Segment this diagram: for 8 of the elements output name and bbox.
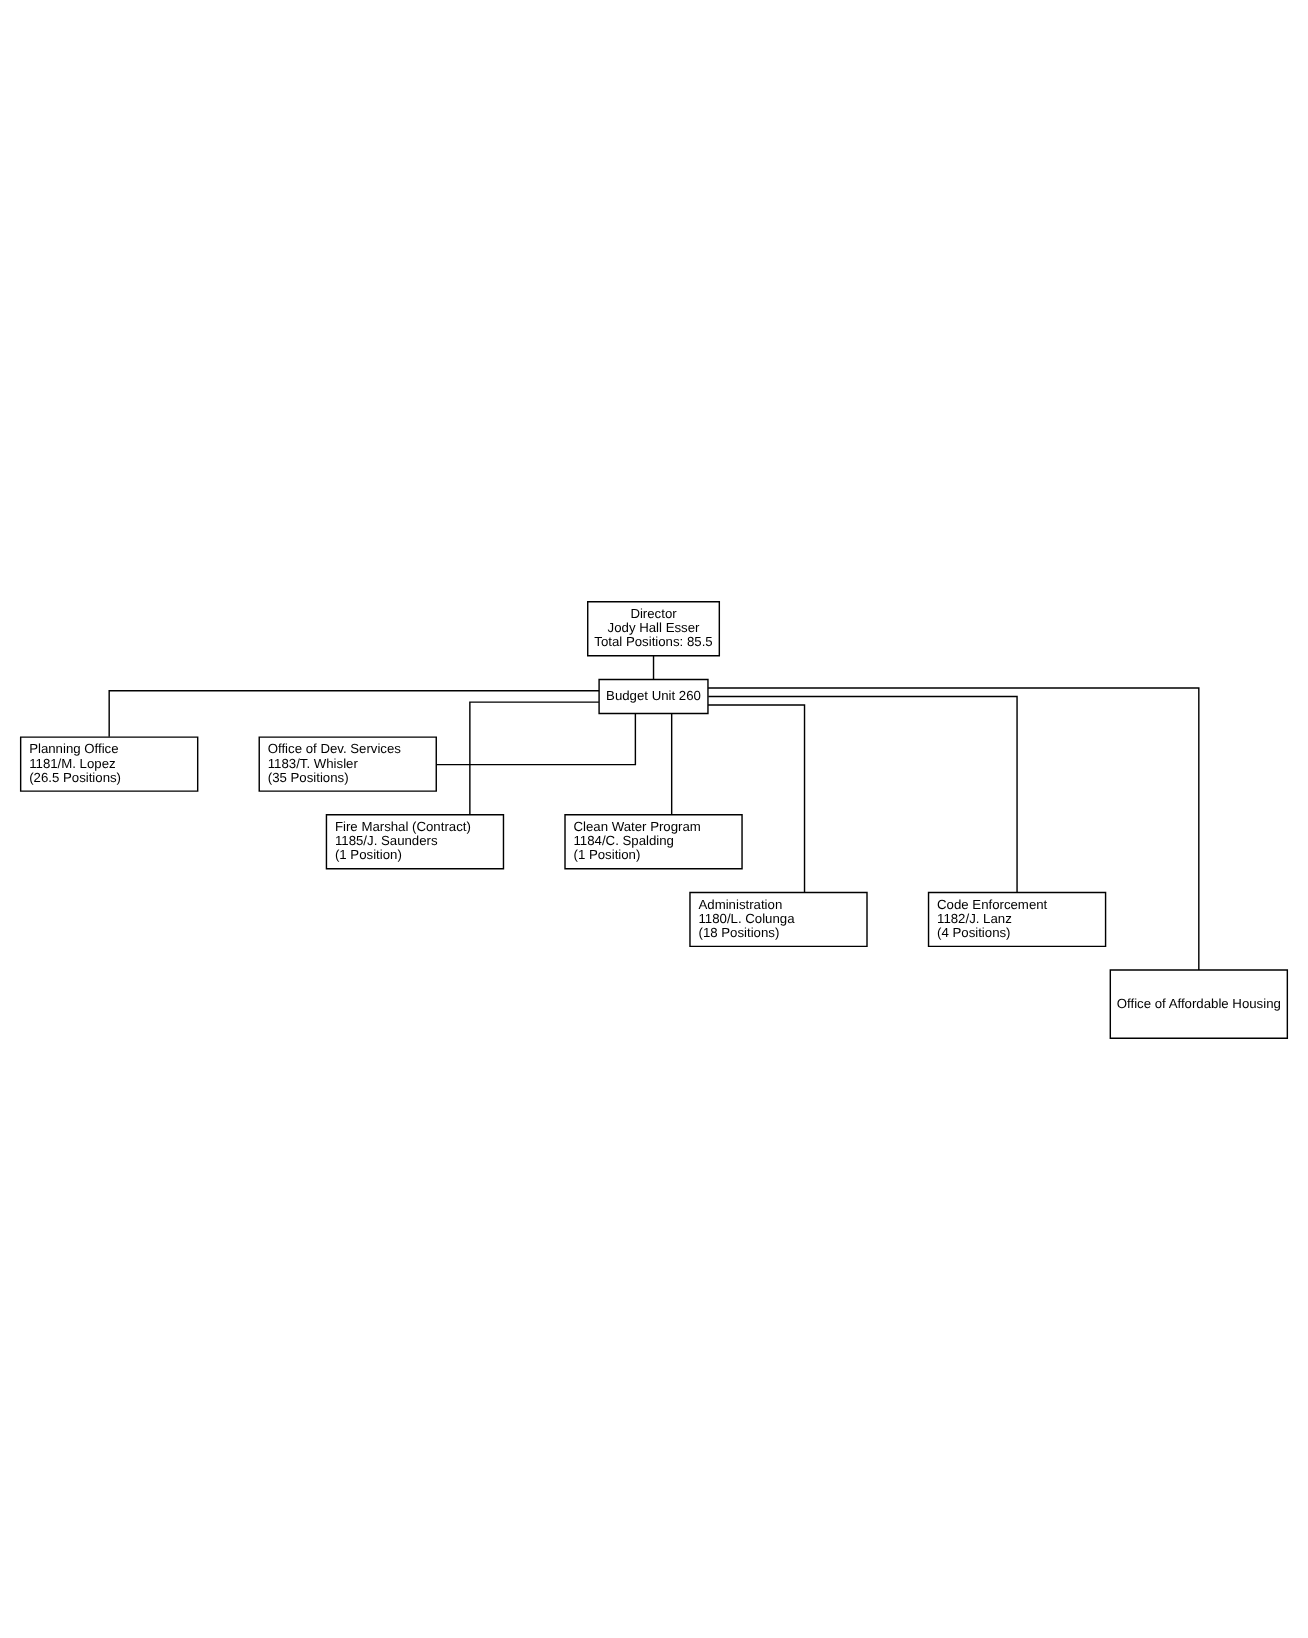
connector	[670, 712, 673, 815]
connector	[707, 703, 806, 892]
connector	[469, 700, 600, 815]
connector	[707, 686, 1200, 970]
connector	[652, 654, 655, 679]
connector	[108, 689, 600, 737]
connector	[707, 694, 1018, 892]
connector	[435, 711, 637, 765]
